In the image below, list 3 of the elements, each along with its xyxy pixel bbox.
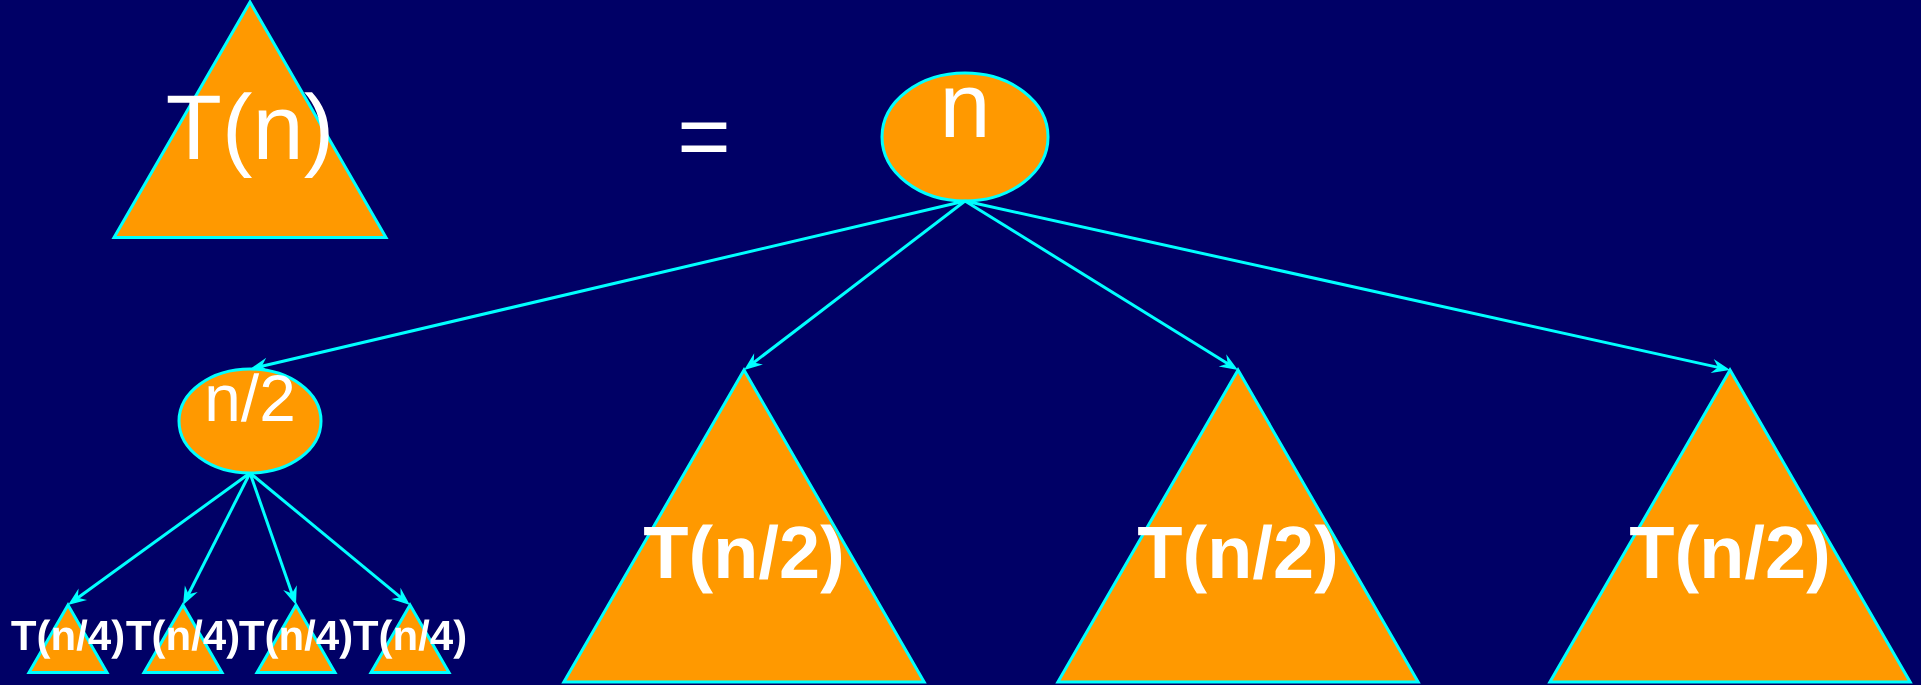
ellipse-node: n — [880, 71, 1050, 203]
equals-sign: = — [681, 122, 727, 153]
ellipse-node: n/2 — [177, 367, 323, 475]
